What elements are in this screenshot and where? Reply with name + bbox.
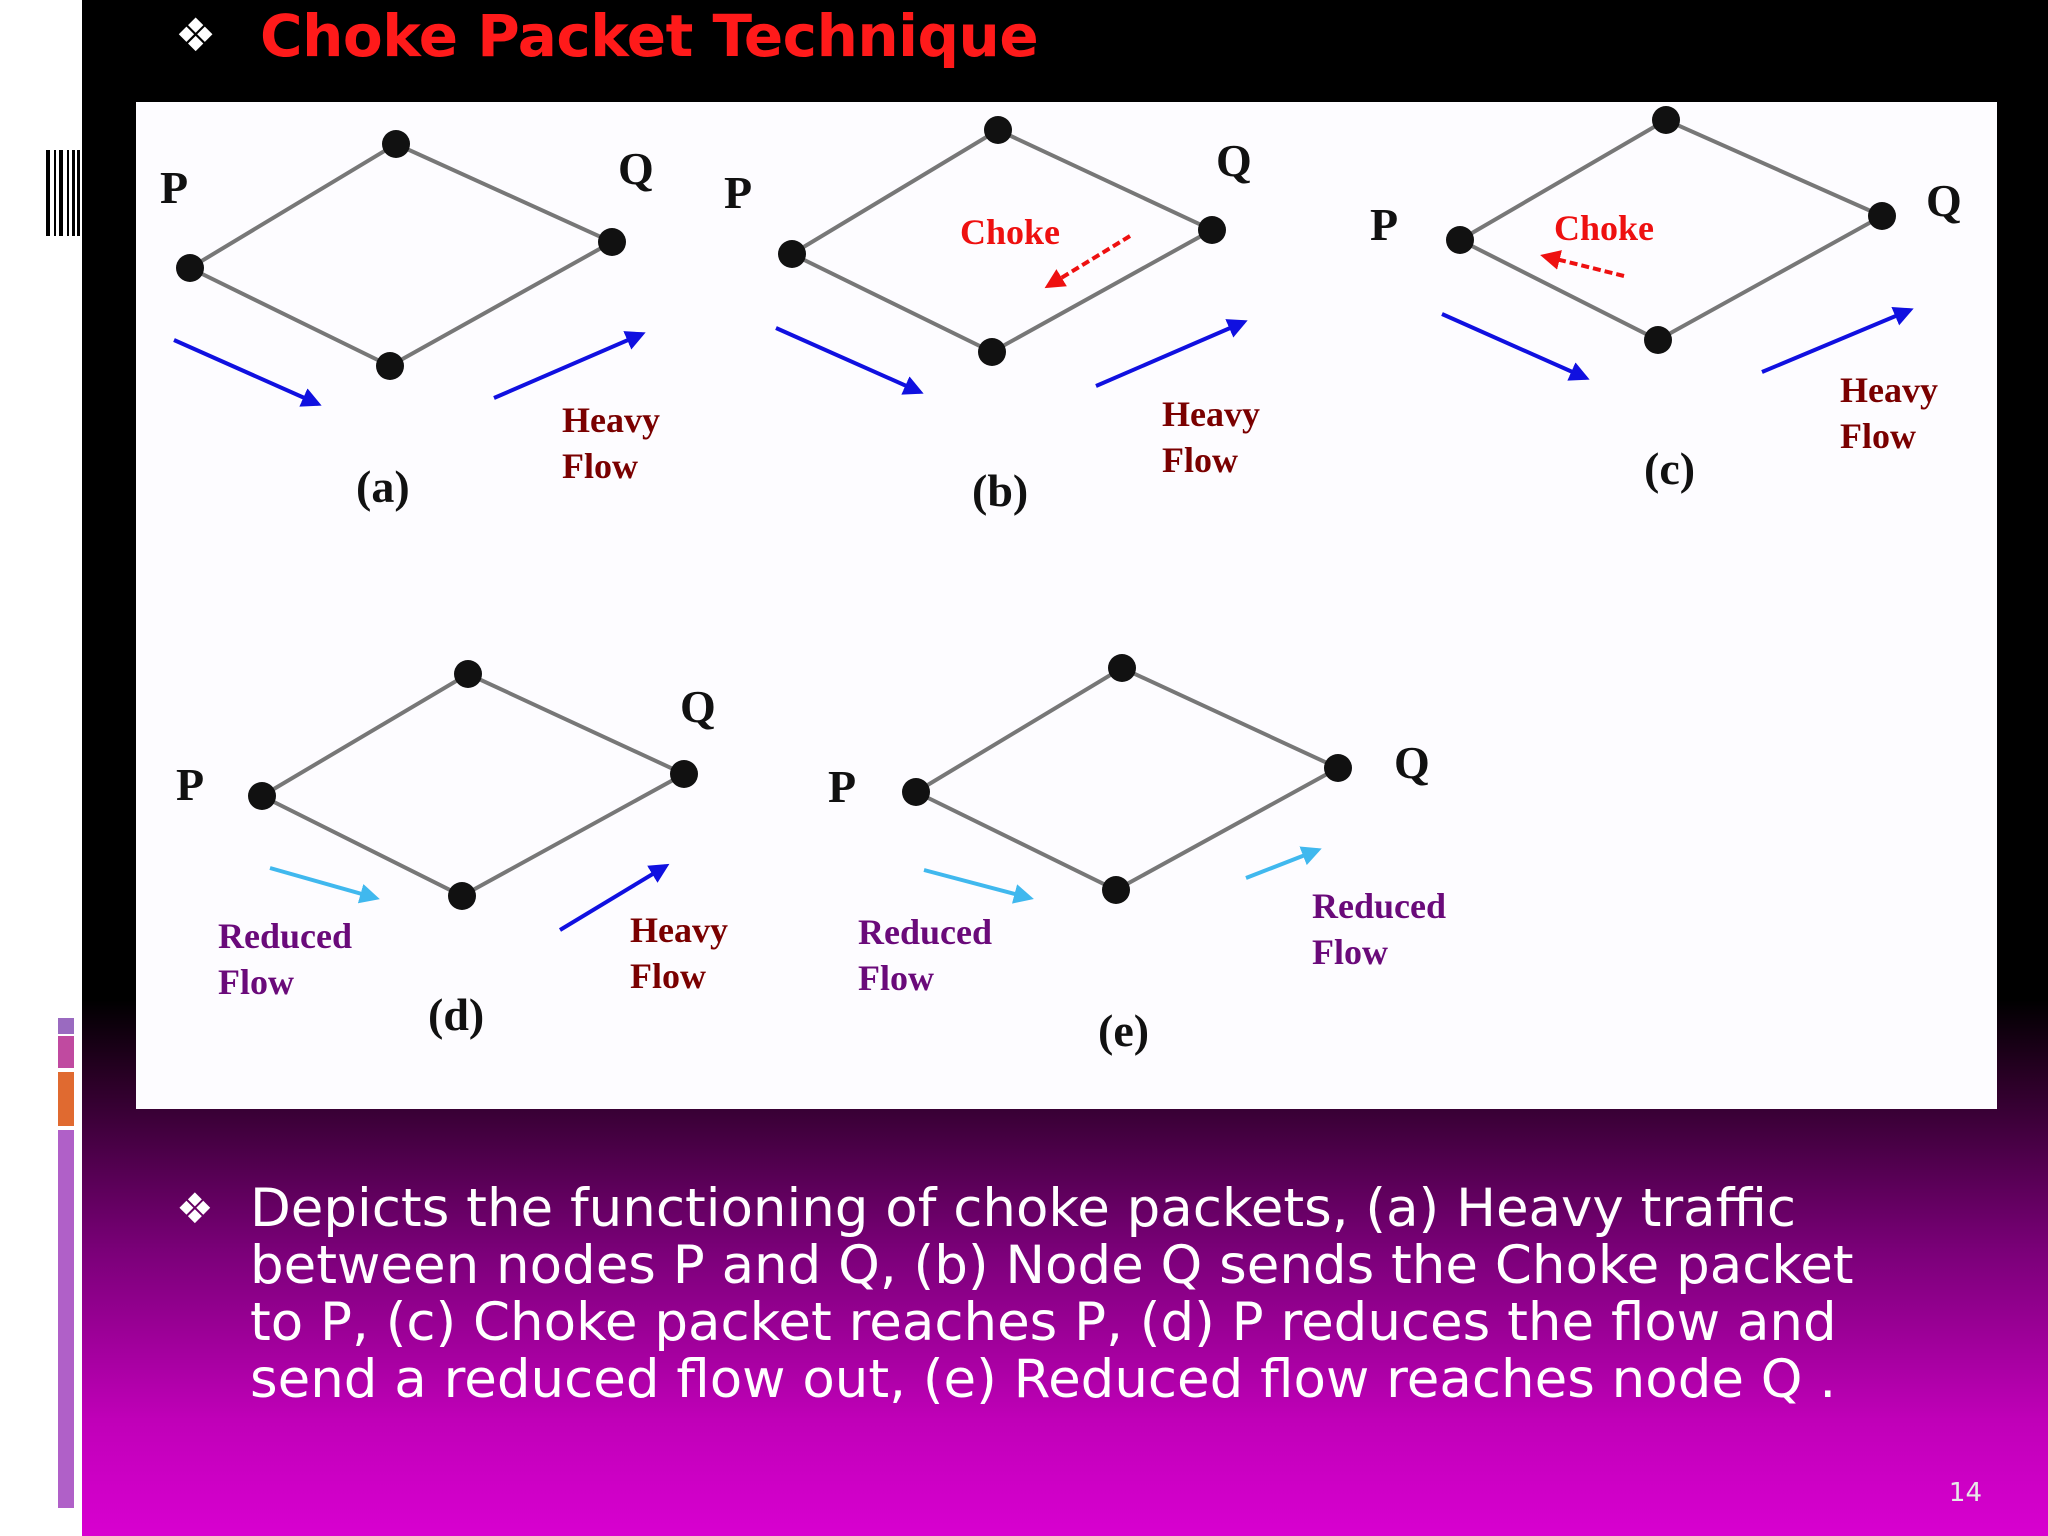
reduced-flow-arrow-in <box>269 866 380 904</box>
network-links <box>185 141 617 369</box>
node <box>1868 202 1896 230</box>
page-number: 14 <box>1948 1478 1982 1508</box>
choke-label: Choke <box>1554 208 1654 248</box>
choke-label: Choke <box>960 212 1060 252</box>
reduced-flow-arrow-out <box>1245 846 1322 880</box>
network-links <box>257 671 689 899</box>
node <box>1324 754 1352 782</box>
node <box>376 352 404 380</box>
network-links <box>911 665 1343 893</box>
flow-arrow-in <box>775 326 924 395</box>
node-label-p: P <box>176 759 204 810</box>
flow-label-line1: Heavy <box>1840 370 1938 410</box>
node-label-p: P <box>1370 199 1398 250</box>
node <box>598 228 626 256</box>
title-bullet: ❖ <box>175 8 217 62</box>
left-label-line1: Reduced <box>858 912 992 952</box>
left-label-line2: Flow <box>858 958 934 998</box>
node <box>670 760 698 788</box>
node <box>1446 226 1474 254</box>
flow-label-line1: Heavy <box>1162 394 1260 434</box>
barcode-decor <box>46 150 80 236</box>
accent-bar-3 <box>58 1072 74 1126</box>
node-label-q: Q <box>1394 737 1430 788</box>
node <box>448 882 476 910</box>
flow-label-line2: Flow <box>1840 416 1916 456</box>
left-label-line1: Reduced <box>218 916 352 956</box>
flow-label-line2: Flow <box>562 446 638 486</box>
node <box>1198 216 1226 244</box>
slide-title: Choke Packet Technique <box>260 2 1039 70</box>
right-label-line2: Flow <box>1312 932 1388 972</box>
flow-label-line2: Flow <box>630 956 706 996</box>
node <box>1108 654 1136 682</box>
flow-arrow-out <box>1761 306 1914 374</box>
flow-arrow-in <box>1441 312 1590 381</box>
panel-c: P Q Choke Heavy Flow (c) <box>1370 106 1962 494</box>
panel-b: P Q Choke Heavy Flow (b) <box>724 116 1260 516</box>
node <box>248 782 276 810</box>
choke-packet-figure: P Q Heavy Flow (a) P Q Choke <box>136 102 1997 1109</box>
panel-caption: (c) <box>1644 443 1695 494</box>
node <box>978 338 1006 366</box>
panel-caption: (a) <box>356 461 410 512</box>
panel-caption: (b) <box>972 465 1028 516</box>
node <box>1652 106 1680 134</box>
node <box>176 254 204 282</box>
flow-label-line1: Heavy <box>630 910 728 950</box>
node <box>778 240 806 268</box>
node <box>984 116 1012 144</box>
node-label-q: Q <box>1216 135 1252 186</box>
flow-arrow-in <box>173 338 322 407</box>
node <box>382 130 410 158</box>
panel-e: P Q Reduced Flow Reduced Flow (e) <box>828 654 1446 1056</box>
panel-d: P Q Reduced Flow Heavy Flow (d) <box>176 660 728 1040</box>
body-paragraph: Depicts the functioning of choke packets… <box>250 1178 1854 1410</box>
choke-packet-arrow <box>1044 234 1132 289</box>
panel-caption: (d) <box>428 989 484 1040</box>
node <box>454 660 482 688</box>
node-label-p: P <box>724 167 752 218</box>
flow-label-line2: Flow <box>1162 440 1238 480</box>
node-label-q: Q <box>1926 175 1962 226</box>
right-label-line1: Reduced <box>1312 886 1446 926</box>
flow-arrow-out <box>558 863 670 932</box>
flow-label-line1: Heavy <box>562 400 660 440</box>
body-bullet: ❖ <box>176 1184 214 1233</box>
accent-bar-1 <box>58 1018 74 1034</box>
flow-arrow-out <box>493 331 646 400</box>
node-label-q: Q <box>680 681 716 732</box>
choke-packet-arrow <box>1540 250 1625 278</box>
node-label-q: Q <box>618 143 654 194</box>
panel-a: P Q Heavy Flow (a) <box>160 130 660 512</box>
network-links <box>1455 117 1887 343</box>
node-label-p: P <box>160 162 188 213</box>
node-label-p: P <box>828 761 856 812</box>
node <box>902 778 930 806</box>
panel-caption: (e) <box>1098 1005 1149 1056</box>
reduced-flow-arrow-in <box>923 868 1034 904</box>
node <box>1102 876 1130 904</box>
flow-arrow-out <box>1095 319 1248 388</box>
accent-bar-2 <box>58 1036 74 1068</box>
accent-bar-4 <box>58 1130 74 1508</box>
left-label-line2: Flow <box>218 962 294 1002</box>
node <box>1644 326 1672 354</box>
